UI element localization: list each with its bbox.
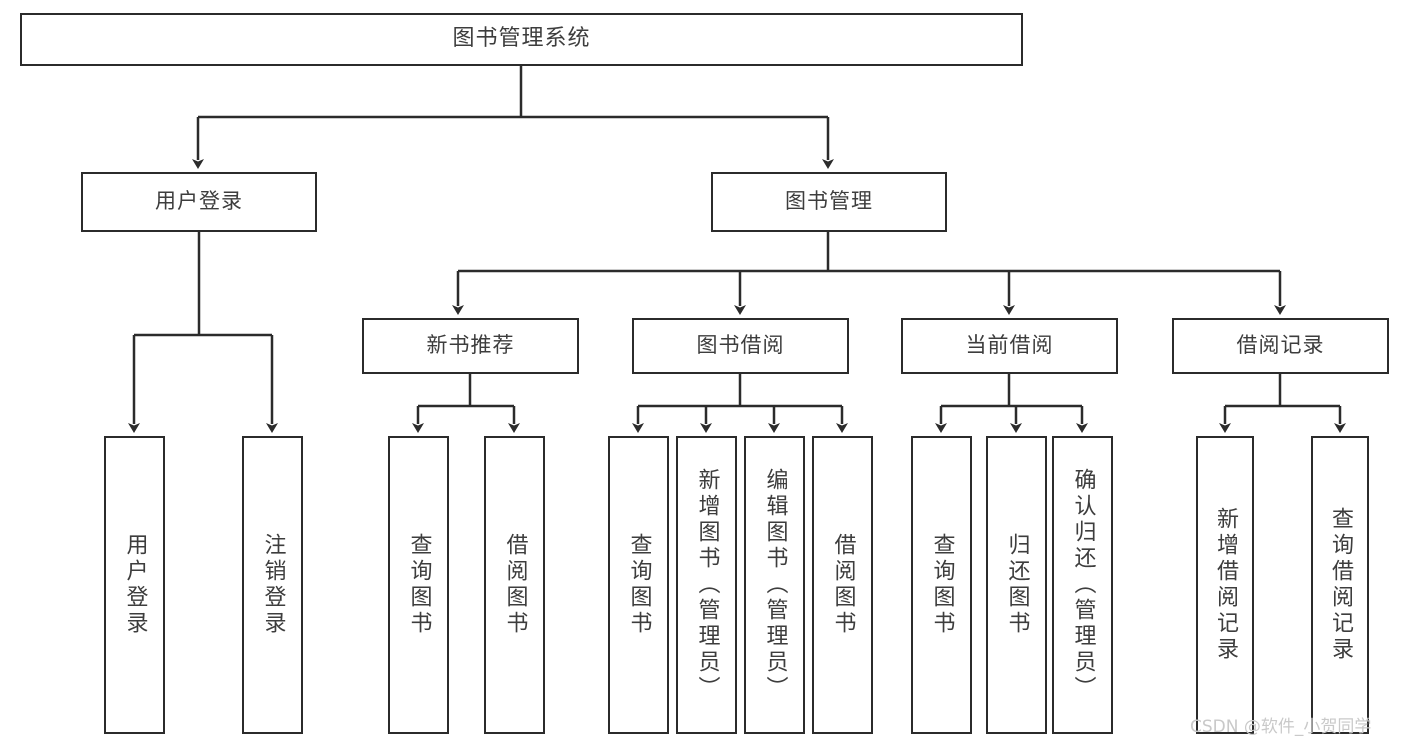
node-new-book-recommend[interactable]: 新书推荐 [362,318,579,374]
leaf-confirm-return-admin-label: 确认归还（管理员） [1070,468,1096,702]
leaf-query-book-current-label: 查询图书 [929,533,955,637]
node-new-book-recommend-label: 新书推荐 [426,333,515,358]
node-book-management-label: 图书管理 [785,189,873,214]
leaf-user-login-label: 用户登录 [122,533,148,637]
leaf-query-borrow-record-label: 查询借阅记录 [1328,507,1353,663]
node-current-borrow[interactable]: 当前借阅 [901,318,1118,374]
leaf-add-book-admin[interactable]: 新增图书（管理员） [676,436,737,734]
node-root[interactable]: 图书管理系统 [20,13,1023,66]
leaf-confirm-return-admin[interactable]: 确认归还（管理员） [1052,436,1113,734]
leaf-return-book-label: 归还图书 [1004,533,1030,637]
leaf-logout-login-label: 注销登录 [260,533,286,637]
leaf-borrow-book-label: 借阅图书 [830,533,856,637]
leaf-add-book-admin-label: 新增图书（管理员） [694,468,720,702]
node-book-borrow-label: 图书借阅 [696,333,785,358]
leaf-query-borrow-record[interactable]: 查询借阅记录 [1311,436,1369,734]
leaf-edit-book-admin-label: 编辑图书（管理员） [762,468,788,702]
node-root-label: 图书管理系统 [452,26,591,52]
leaf-logout-login[interactable]: 注销登录 [242,436,303,734]
leaf-add-borrow-record[interactable]: 新增借阅记录 [1196,436,1254,734]
leaf-borrow-book[interactable]: 借阅图书 [812,436,873,734]
leaf-query-book-recommend-label: 查询图书 [406,533,432,637]
node-borrow-record[interactable]: 借阅记录 [1172,318,1389,374]
leaf-add-borrow-record-label: 新增借阅记录 [1213,507,1238,663]
leaf-query-book-recommend[interactable]: 查询图书 [388,436,449,734]
leaf-query-book-borrow[interactable]: 查询图书 [608,436,669,734]
leaf-borrow-book-recommend-label: 借阅图书 [502,533,528,637]
leaf-return-book[interactable]: 归还图书 [986,436,1047,734]
leaf-edit-book-admin[interactable]: 编辑图书（管理员） [744,436,805,734]
leaf-query-book-current[interactable]: 查询图书 [911,436,972,734]
node-borrow-record-label: 借阅记录 [1236,333,1325,358]
leaf-borrow-book-recommend[interactable]: 借阅图书 [484,436,545,734]
node-user-login[interactable]: 用户登录 [81,172,317,232]
node-current-borrow-label: 当前借阅 [965,333,1054,358]
node-book-borrow[interactable]: 图书借阅 [632,318,849,374]
leaf-user-login[interactable]: 用户登录 [104,436,165,734]
leaf-query-book-borrow-label: 查询图书 [626,533,652,637]
node-user-login-label: 用户登录 [155,189,243,214]
node-book-management[interactable]: 图书管理 [711,172,947,232]
watermark: CSDN @软件_小贺同学 [1190,717,1372,737]
